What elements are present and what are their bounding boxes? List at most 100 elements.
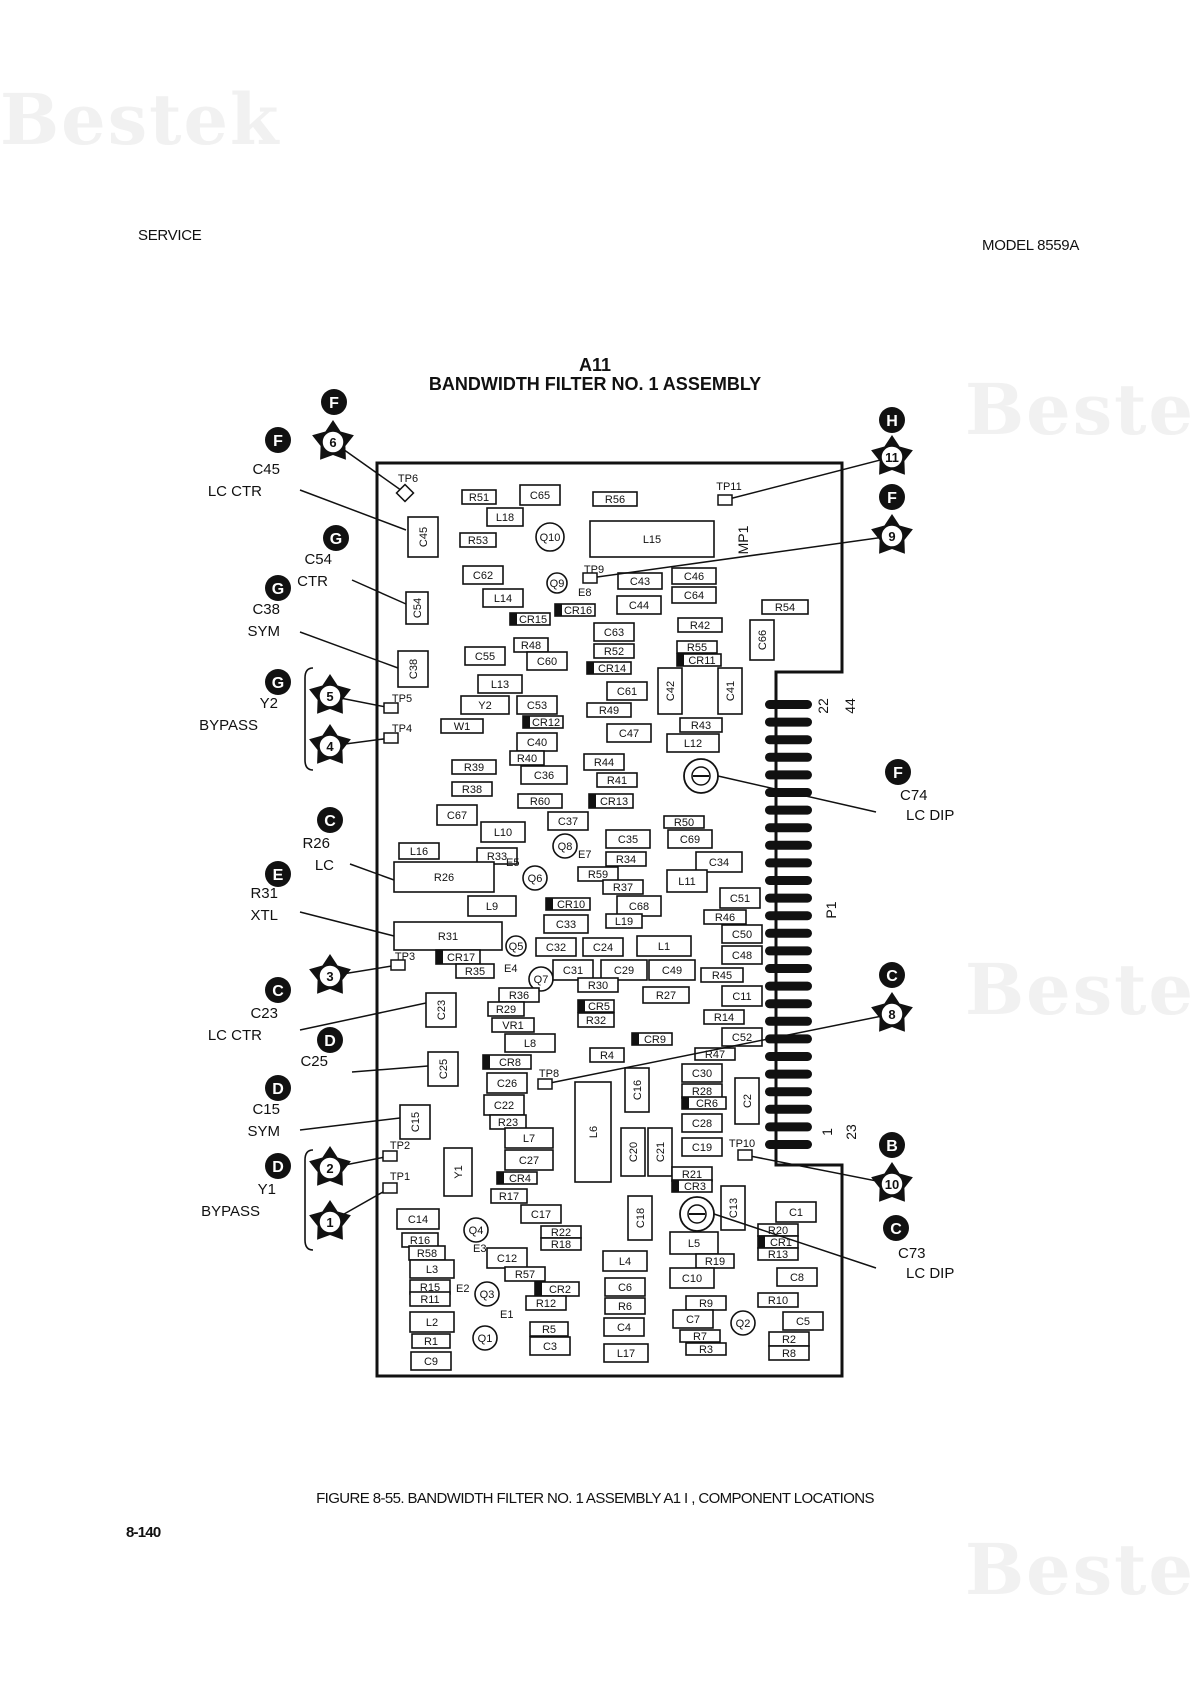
component-c44: C44 [616,595,662,615]
callout-letter: D [324,1033,336,1050]
component-r41: R41 [596,772,638,788]
callout-letter: G [272,675,284,692]
star-leader-line [589,535,893,579]
component-c12: C12 [486,1247,528,1269]
connector-finger [765,876,812,885]
connector-finger [765,1069,812,1079]
label-text: C64 [684,590,704,602]
label-text: L15 [643,534,661,546]
label-text: C63 [604,627,624,639]
component-c34: C34 [695,851,743,873]
callout-letter: C [324,813,336,830]
title-line2: BANDWIDTH FILTER NO. 1 ASSEMBLY [428,374,762,394]
component-r37: R37 [602,879,644,895]
label-text: C54 [412,598,424,618]
label-text: R49 [599,705,619,717]
component-r28: R28 [681,1083,723,1099]
connector-finger [765,1104,812,1114]
label-text: R38 [462,784,482,796]
component-c19: C19 [681,1137,723,1157]
label-text: C23 [436,1000,448,1020]
watermark-right-1: Bestek [965,368,1190,451]
label-text: C27 [519,1155,539,1167]
component-r26: R26 [393,861,495,893]
component-r17: R17 [490,1188,528,1204]
label-text: C6 [618,1282,632,1294]
component-c55: C55 [464,646,506,666]
callout-label: C74 [900,787,928,804]
component-c66: C66 [749,619,775,661]
component-c11: C11 [721,985,763,1007]
label-text: C1 [789,1207,803,1219]
edge-label: 22 [815,698,831,714]
label-text: C11 [732,991,751,1003]
watermark-bottom-right: Bestek [965,1528,1190,1611]
label-text: C35 [618,834,638,846]
callout-letter: C [272,983,284,1000]
connector-finger [765,1016,812,1026]
component-q9: Q9 [546,572,568,594]
component-e1: E1 [500,1309,513,1321]
callout-sub: BYPASS [201,1203,260,1220]
watermark-right-2: Bestek [965,948,1190,1031]
component-r18: R18 [540,1237,582,1251]
component-c42: C42 [657,667,683,715]
label-text: L12 [684,738,702,750]
component-r2: R2 [768,1331,810,1347]
component-r59: R59 [577,866,619,882]
star-leader-line [544,1013,893,1085]
component-l16: L16 [398,842,440,860]
label-text: C32 [546,942,566,954]
component-c46: C46 [671,567,717,585]
component-l12: L12 [666,733,720,753]
label-text: TP2 [390,1140,410,1152]
callout-label: C23 [250,1005,278,1022]
component-c68: C68 [616,895,662,917]
component-e7: E7 [578,849,591,861]
location-circle-f: F [879,484,905,510]
edge-label: 44 [842,698,858,714]
label-text: C46 [684,571,704,583]
callout-sub: LC CTR [208,1027,262,1044]
label-text: L5 [688,1238,700,1250]
callout-sub: BYPASS [199,717,258,734]
star-marker-4: 4 [309,724,351,764]
callout-label: R26 [302,835,330,852]
callout-letter: G [272,581,284,598]
label-text: R53 [468,535,488,547]
label-text: C68 [629,901,649,913]
label-text: R48 [521,640,541,652]
component-c1: C1 [775,1201,817,1223]
label-text: R54 [775,602,795,614]
label-text: C50 [732,929,752,941]
label-text: C19 [692,1142,712,1154]
label-text: Q5 [509,941,524,953]
component-q5: Q5 [505,935,527,957]
label-text: C16 [632,1080,644,1100]
component-c64: C64 [671,586,717,604]
leader-line [299,631,399,669]
component-r33: R33 [476,847,518,865]
component-r39: R39 [451,759,497,775]
label-text: C41 [725,681,737,701]
callout-letter: G [330,531,342,548]
label-text: R56 [605,494,625,506]
label-text: R12 [536,1298,556,1310]
label-text: E3 [473,1243,486,1255]
star-marker-10: 10 [871,1162,913,1202]
label-text: R47 [705,1049,725,1061]
component-c43: C43 [617,572,663,590]
component-c33: C33 [543,914,589,934]
callout-label: Y1 [258,1181,276,1198]
component-r23: R23 [489,1114,527,1130]
component-cr11: CR11 [676,653,722,667]
location-letter: H [886,413,898,430]
edge-connector-fingers [765,700,812,1149]
component-l7: L7 [504,1127,554,1149]
label-text: TP5 [392,693,412,705]
label-text: R51 [469,492,489,504]
leader-line [349,863,395,881]
callout-c23: C C23 LC CTR [208,977,291,1044]
